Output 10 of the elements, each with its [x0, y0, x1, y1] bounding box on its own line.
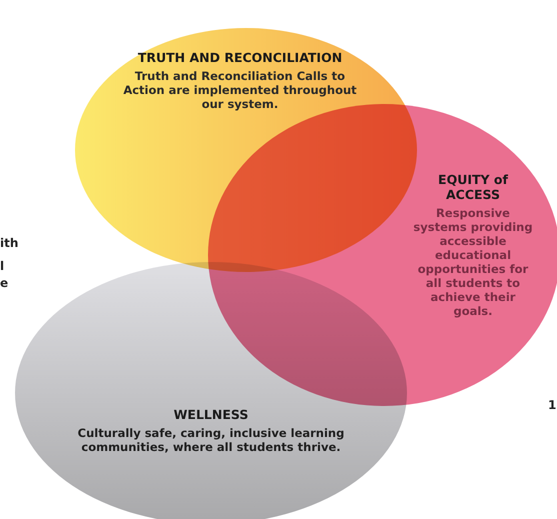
circle-description: Truth and Reconciliation Calls to Action are implemented throughout our system. [122, 69, 358, 111]
circle-description: Culturally safe, caring, inclusive learning communities, where all students thrive. [76, 426, 346, 454]
cut-off-text: ith [0, 236, 18, 250]
circle-heading: TRUTH AND RECONCILIATION [136, 50, 344, 65]
cut-off-text: l [0, 259, 4, 273]
cut-off-text: e [0, 276, 8, 290]
circle-heading: EQUITY of ACCESS [437, 172, 509, 202]
cut-off-text: 1 [548, 398, 556, 412]
circle-description: Responsive systems providing accessible educational opportunities for all students to achieve their goals. [413, 206, 533, 318]
circle-heading: WELLNESS [172, 407, 250, 422]
